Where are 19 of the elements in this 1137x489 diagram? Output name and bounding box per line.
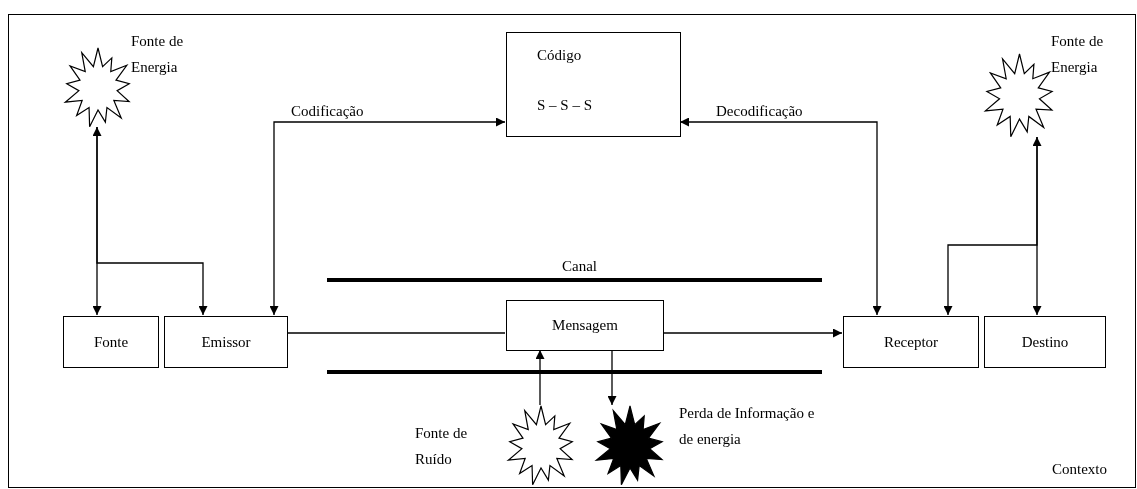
process-box: Fonte <box>63 316 159 368</box>
arrow <box>535 349 545 406</box>
process-box: Destino <box>984 316 1106 368</box>
arrow <box>269 117 506 316</box>
channel-label: Canal <box>562 257 597 276</box>
process-box: Receptor <box>843 316 979 368</box>
context-frame <box>8 14 1136 488</box>
process-box: Código S – S – S <box>506 32 681 137</box>
node-caption: Fonte de Energia <box>1051 32 1105 77</box>
node-caption: Fonte de Ruído <box>415 424 469 469</box>
node-caption: Perda de Informação e de energia <box>679 404 816 449</box>
process-box: Mensagem <box>506 300 664 351</box>
node-caption: Fonte de Energia <box>131 32 185 77</box>
arrow <box>607 349 617 406</box>
arrow <box>662 328 843 338</box>
arrow <box>943 136 1038 316</box>
process-box: Emissor <box>164 316 288 368</box>
arrow <box>96 126 208 316</box>
arrow <box>679 117 882 316</box>
